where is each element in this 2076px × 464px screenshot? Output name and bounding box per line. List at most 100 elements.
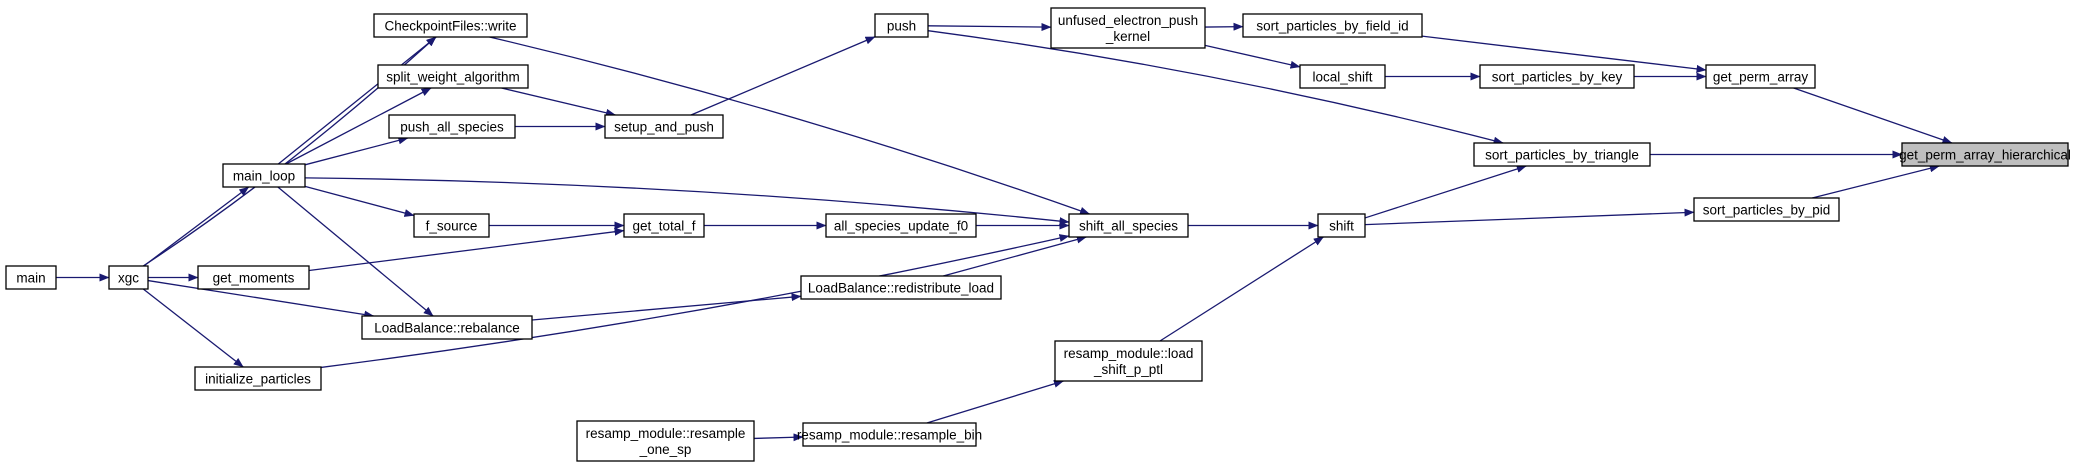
node-box-loadbalance_redistribute_load[interactable] [800, 275, 1002, 300]
node-unfused_electron_push_kernel[interactable]: unfused_electron_push_kernel [1050, 7, 1206, 49]
node-label-get_perm_array: get_perm_array [1713, 70, 1809, 85]
node-box-resamp_load_shift_p_ptl[interactable] [1054, 340, 1203, 382]
node-label-unfused_electron_push_kernel: _kernel [1105, 29, 1150, 44]
node-main[interactable]: main [5, 265, 57, 290]
edge-layer [56, 22, 1953, 442]
node-shift[interactable]: shift [1317, 213, 1366, 238]
node-label-push: push [887, 19, 916, 34]
node-box-all_species_update_f0[interactable] [825, 213, 977, 238]
node-get_perm_array_hierarchical[interactable]: get_perm_array_hierarchical [1899, 142, 2071, 167]
node-f_source[interactable]: f_source [413, 213, 490, 238]
node-box-sort_particles_by_pid[interactable] [1693, 197, 1840, 222]
node-label-xgc: xgc [118, 271, 139, 286]
edge-main_loop-to-checkpointfiles_write [277, 36, 437, 165]
node-box-get_total_f[interactable] [623, 213, 705, 238]
node-loadbalance_redistribute_load[interactable]: LoadBalance::redistribute_load [800, 275, 1002, 300]
edge-setup_and_push-to-push [690, 36, 876, 116]
node-box-checkpointfiles_write[interactable] [373, 13, 528, 38]
node-box-get_moments[interactable] [197, 265, 310, 290]
edge-main_loop-to-f_source [304, 185, 415, 217]
node-local_shift[interactable]: local_shift [1299, 64, 1386, 89]
node-box-resamp_resample_one_sp[interactable] [576, 420, 755, 462]
node-main_loop[interactable]: main_loop [222, 163, 306, 188]
node-resamp_resample_one_sp[interactable]: resamp_module::resample_one_sp [576, 420, 755, 462]
node-xgc[interactable]: xgc [108, 265, 149, 290]
node-label-sort_particles_by_field_id: sort_particles_by_field_id [1256, 19, 1408, 34]
edge-loadbalance_rebalance-to-loadbalance_redistribute_load [531, 293, 802, 321]
node-sort_particles_by_field_id[interactable]: sort_particles_by_field_id [1242, 13, 1423, 38]
node-label-sort_particles_by_key: sort_particles_by_key [1492, 70, 1623, 85]
node-box-xgc[interactable] [108, 265, 149, 290]
edge-initialize_particles-to-shift_all_species [320, 234, 1070, 369]
node-label-unfused_electron_push_kernel: unfused_electron_push [1058, 13, 1198, 28]
edge-shift-to-sort_particles_by_pid [1364, 208, 1695, 226]
edge-get_moments-to-get_total_f [308, 227, 625, 272]
node-split_weight_algorithm[interactable]: split_weight_algorithm [377, 64, 529, 89]
node-box-push[interactable] [874, 13, 929, 38]
node-all_species_update_f0[interactable]: all_species_update_f0 [825, 213, 977, 238]
node-sort_particles_by_triangle[interactable]: sort_particles_by_triangle [1473, 142, 1651, 167]
node-label-checkpointfiles_write: CheckpointFiles::write [384, 19, 516, 34]
edge-main_loop-to-loadbalance_rebalance [277, 186, 434, 317]
node-label-get_total_f: get_total_f [632, 219, 695, 234]
node-label-get_moments: get_moments [213, 271, 295, 286]
node-box-get_perm_array_hierarchical[interactable] [1901, 142, 2069, 167]
node-label-loadbalance_rebalance: LoadBalance::rebalance [374, 321, 520, 336]
node-box-shift[interactable] [1317, 213, 1366, 238]
node-box-f_source[interactable] [413, 213, 490, 238]
edge-sort_particles_by_field_id-to-get_perm_array [1421, 35, 1707, 73]
node-label-resamp_resample_one_sp: resamp_module::resample [586, 426, 746, 441]
node-box-setup_and_push[interactable] [604, 114, 724, 139]
node-label-all_species_update_f0: all_species_update_f0 [834, 219, 968, 234]
node-box-shift_all_species[interactable] [1068, 213, 1189, 238]
node-layer: get_perm_array_hierarchical get_perm_arra… [5, 7, 2071, 462]
node-box-local_shift[interactable] [1299, 64, 1386, 89]
edge-xgc-to-initialize_particles [142, 288, 244, 368]
edge-xgc-to-main_loop [143, 186, 250, 267]
node-loadbalance_rebalance[interactable]: LoadBalance::rebalance [361, 315, 533, 340]
node-label-main: main [16, 271, 45, 286]
node-sort_particles_by_pid[interactable]: sort_particles_by_pid [1693, 197, 1840, 222]
node-box-resamp_resample_bin[interactable] [802, 422, 977, 447]
node-initialize_particles[interactable]: initialize_particles [194, 366, 322, 391]
node-box-split_weight_algorithm[interactable] [377, 64, 529, 89]
edge-resamp_resample_one_sp-to-resamp_resample_bin [753, 433, 804, 442]
node-box-get_perm_array[interactable] [1705, 64, 1816, 89]
node-get_total_f[interactable]: get_total_f [623, 213, 705, 238]
edge-main_loop-to-shift_all_species [304, 177, 1070, 226]
node-resamp_resample_bin[interactable]: resamp_module::resample_bin [797, 422, 982, 447]
node-box-initialize_particles[interactable] [194, 366, 322, 391]
node-checkpointfiles_write[interactable]: CheckpointFiles::write [373, 13, 528, 38]
node-label-f_source: f_source [426, 219, 478, 234]
node-box-sort_particles_by_triangle[interactable] [1473, 142, 1651, 167]
edge-main_loop-to-split_weight_algorithm [285, 87, 432, 165]
edge-main_loop-to-push_all_species [304, 136, 409, 166]
node-shift_all_species[interactable]: shift_all_species [1068, 213, 1189, 238]
edge-shift-to-sort_particles_by_triangle [1364, 165, 1527, 219]
edge-sort_particles_by_pid-to-get_perm_array_hierarchical [1812, 164, 1940, 199]
edge-resamp_load_shift_p_ptl-to-shift [1159, 236, 1324, 342]
edge-xgc-to-loadbalance_rebalance [147, 279, 375, 319]
node-get_perm_array[interactable]: get_perm_array [1705, 64, 1816, 89]
node-label-sort_particles_by_triangle: sort_particles_by_triangle [1485, 148, 1639, 163]
node-resamp_load_shift_p_ptl[interactable]: resamp_module::load_shift_p_ptl [1054, 340, 1203, 382]
node-sort_particles_by_key[interactable]: sort_particles_by_key [1479, 64, 1635, 89]
node-label-shift_all_species: shift_all_species [1079, 219, 1178, 234]
edge-unfused_electron_push_kernel-to-local_shift [1204, 44, 1301, 69]
node-label-local_shift: local_shift [1312, 70, 1372, 85]
node-box-sort_particles_by_key[interactable] [1479, 64, 1635, 89]
node-box-loadbalance_rebalance[interactable] [361, 315, 533, 340]
node-setup_and_push[interactable]: setup_and_push [604, 114, 724, 139]
node-label-setup_and_push: setup_and_push [614, 120, 714, 135]
node-push_all_species[interactable]: push_all_species [388, 114, 516, 139]
node-box-sort_particles_by_field_id[interactable] [1242, 13, 1423, 38]
node-box-unfused_electron_push_kernel[interactable] [1050, 7, 1206, 49]
node-get_moments[interactable]: get_moments [197, 265, 310, 290]
node-box-main_loop[interactable] [222, 163, 306, 188]
node-box-main[interactable] [5, 265, 57, 290]
node-push[interactable]: push [874, 13, 929, 38]
node-box-push_all_species[interactable] [388, 114, 516, 139]
edge-resamp_resample_bin-to-resamp_load_shift_p_ptl [926, 379, 1064, 424]
node-label-resamp_load_shift_p_ptl: resamp_module::load [1064, 346, 1194, 361]
